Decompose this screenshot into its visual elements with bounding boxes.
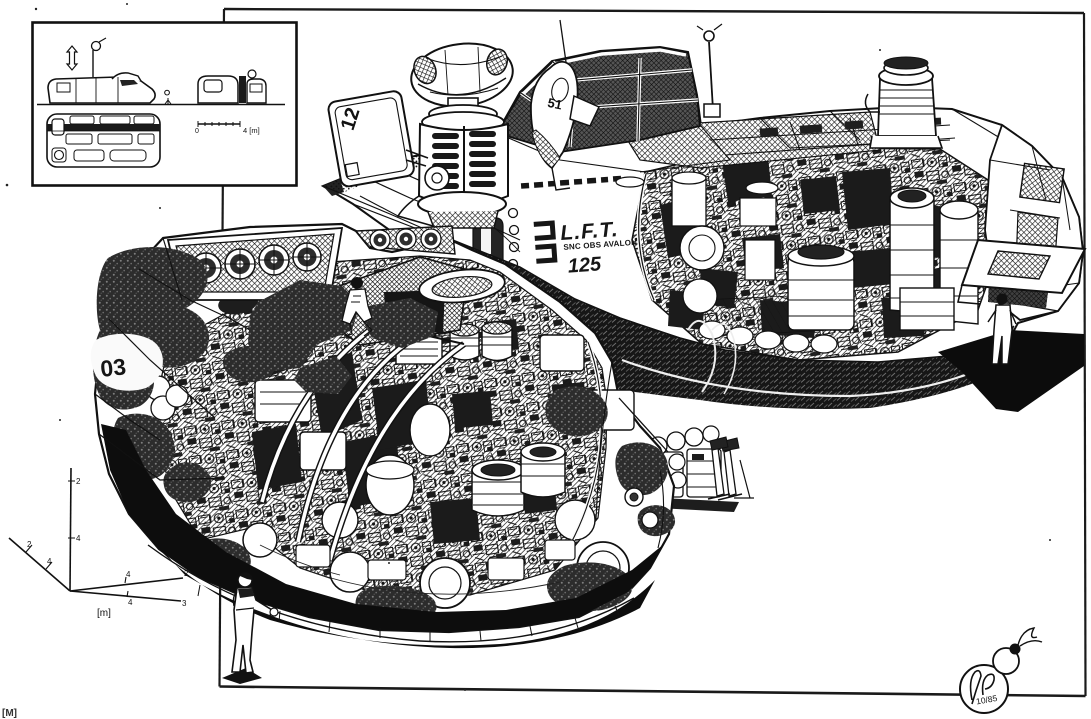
svg-text:4: 4 [128,598,133,607]
svg-text:51: 51 [546,95,563,113]
svg-text:2: 2 [27,540,32,549]
svg-text:4 [m]: 4 [m] [243,126,260,135]
svg-text:4: 4 [76,534,81,543]
svg-text:125: 125 [567,253,603,277]
svg-text:4: 4 [126,570,131,579]
svg-text:[M]: [M] [2,708,17,719]
svg-text:10/85: 10/85 [975,693,998,707]
svg-text:3: 3 [182,599,187,608]
svg-text:[m]: [m] [97,608,111,619]
svg-text:2: 2 [76,477,81,486]
svg-text:03: 03 [99,353,127,382]
svg-text:0: 0 [195,128,199,135]
svg-text:L.F.T.: L.F.T. [560,218,620,245]
svg-text:4: 4 [47,557,52,566]
svg-text:2: 2 [184,569,189,578]
